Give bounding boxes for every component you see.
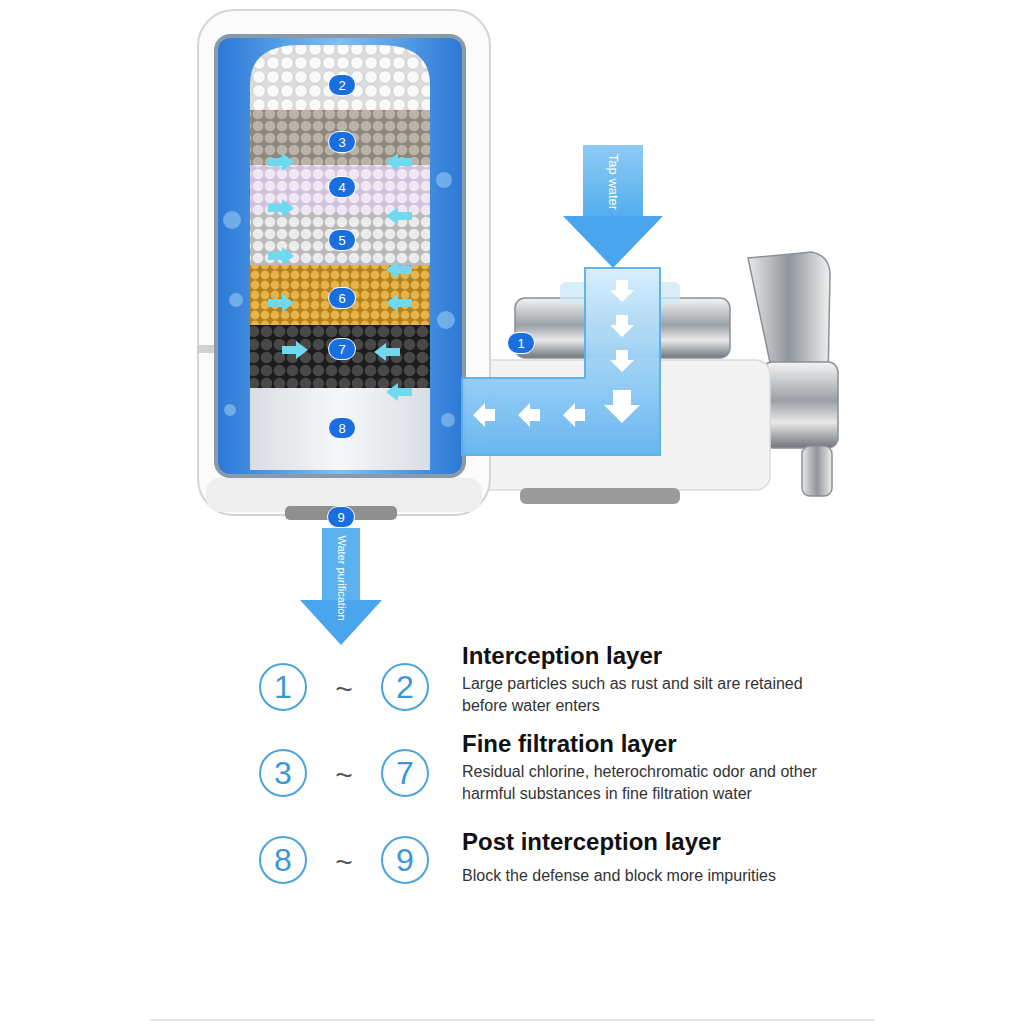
range-number: 2 [396,671,414,703]
layer-heading: Fine filtration layer [462,730,677,758]
range-number: 8 [274,844,292,876]
range-circle: 3 [259,749,307,797]
range-number: 3 [274,757,292,789]
range-circle: 2 [381,663,429,711]
callout-number: 8 [328,417,356,439]
range-circle: 8 [259,836,307,884]
range-number: 7 [396,757,414,789]
callout-number: 3 [328,131,356,153]
range-tilde: ~ [335,760,353,790]
range-number: 1 [274,671,292,703]
range-tilde: ~ [335,674,353,704]
flow-label: Water purification [336,535,347,620]
flow-label: Tap water [607,154,620,210]
callout-number: 7 [328,338,356,360]
layer-description: Residual chlorine, heterochromatic odor … [462,761,847,805]
callout-number: 9 [327,506,355,528]
callout-number: 5 [328,229,356,251]
layer-description: Large particles such as rust and silt ar… [462,673,847,717]
range-number: 9 [396,844,414,876]
range-circle: 1 [259,663,307,711]
range-circle: 9 [381,836,429,884]
callout-number: 6 [328,287,356,309]
layer-description: Block the defense and block more impurit… [462,865,847,887]
callout-number: 4 [328,176,356,198]
callout-number: 1 [507,332,535,354]
range-circle: 7 [381,749,429,797]
layer-heading: Post interception layer [462,828,721,856]
layer-heading: Interception layer [462,642,662,670]
range-tilde: ~ [335,847,353,877]
callout-number: 2 [328,74,356,96]
